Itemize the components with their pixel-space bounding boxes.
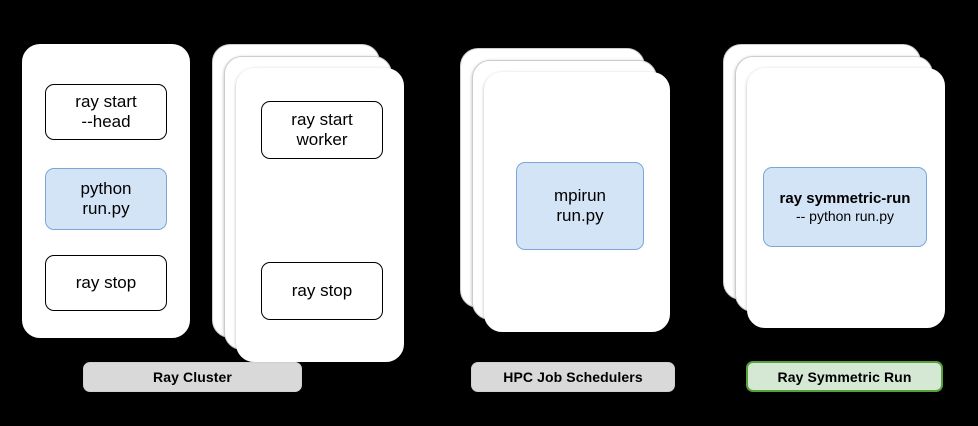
command-python-runpy[interactable]: python run.py [45, 168, 167, 230]
command-line: python [80, 178, 132, 198]
command-line: run.py [556, 206, 604, 225]
command-ray-stop-head[interactable]: ray stop [45, 255, 167, 311]
command-line: run.py [82, 199, 130, 218]
command-line: ray symmetric-run [779, 189, 911, 207]
command-mpirun-runpy[interactable]: mpirun run.py [516, 162, 644, 250]
command-line: ray start [75, 91, 137, 111]
group-label-hpc-job-schedulers[interactable]: HPC Job Schedulers [471, 362, 675, 392]
command-ray-start-head[interactable]: ray start --head [45, 84, 167, 140]
command-line: worker [296, 130, 348, 149]
group-label-text: HPC Job Schedulers [503, 369, 643, 385]
command-ray-symmetric-run[interactable]: ray symmetric-run -- python run.py [763, 167, 927, 247]
group-label-text: Ray Cluster [153, 369, 232, 385]
command-line: ray stop [291, 280, 353, 300]
group-label-ray-cluster[interactable]: Ray Cluster [83, 362, 302, 392]
command-ray-stop-worker[interactable]: ray stop [261, 262, 383, 320]
group-label-ray-symmetric-run[interactable]: Ray Symmetric Run [746, 361, 943, 392]
command-line: ray start [291, 109, 353, 129]
group-label-text: Ray Symmetric Run [777, 368, 912, 385]
command-line: -- python run.py [795, 207, 895, 224]
command-line: mpirun [554, 185, 606, 205]
command-line: --head [81, 112, 131, 131]
command-line: ray stop [75, 272, 137, 292]
command-ray-start-worker[interactable]: ray start worker [261, 101, 383, 159]
